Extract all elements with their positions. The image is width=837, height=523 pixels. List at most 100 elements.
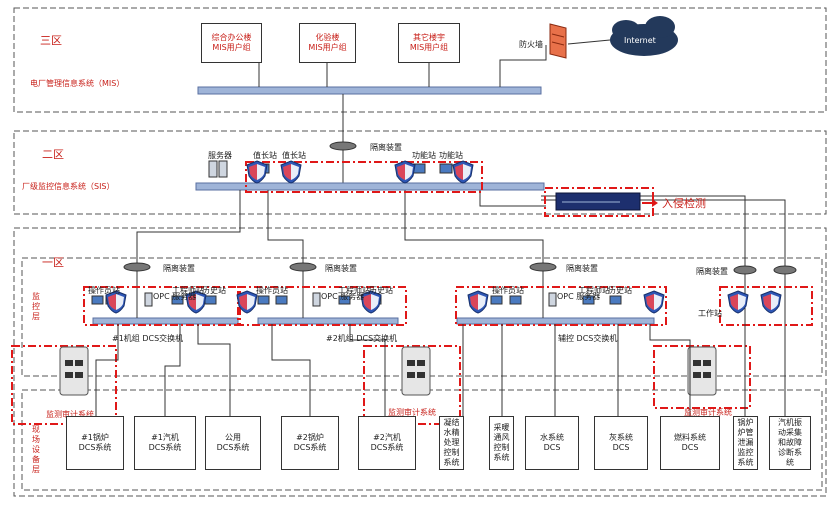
function-station-label: 功能站 [412, 151, 436, 160]
internet-label: Internet [624, 36, 656, 45]
field-system-box: #1锅炉 DCS系统 [66, 416, 124, 470]
zone3-label: 三区 [40, 34, 62, 47]
history-station-label: 历史站 [202, 286, 226, 295]
isolation-device-icon [773, 265, 797, 275]
server-icon [548, 292, 557, 307]
mis-user-group-box: 化验楼 MIS用户组 [299, 23, 356, 63]
zone2-frame [13, 130, 827, 215]
server-label: 服务器 [208, 151, 232, 160]
internet-cloud-icon [610, 16, 678, 56]
duty-station-label: 值长站 [282, 151, 306, 160]
workstation-icon [490, 295, 503, 305]
audit-system-label: 监测审计系统 [684, 408, 732, 417]
zone2-label: 二区 [42, 148, 64, 161]
workstation-icon [582, 295, 595, 305]
isolation-label: 隔离装置 [370, 143, 402, 152]
dcs-bus-2 [257, 317, 399, 325]
opc-server-label: OPC 服务器 [153, 292, 197, 301]
control-layer-label: 监 控 层 [32, 292, 40, 321]
mis-user-group-box: 综合办公楼 MIS用户组 [201, 23, 262, 63]
engineer-station-label: 工程师站 [172, 286, 204, 295]
security-shield-icon [360, 290, 382, 314]
security-shield-icon [394, 160, 416, 184]
mis-bus [197, 86, 542, 95]
firewall-label: 防火墙 [519, 40, 543, 49]
workstation-icon [439, 163, 453, 174]
isolation-label: 隔离装置 [566, 264, 598, 273]
engineer-station-label: 工程师站 [578, 286, 610, 295]
field-layer-label: 现 场 设 备 层 [32, 425, 40, 474]
isolation-device-icon [329, 141, 357, 151]
workstation-icon [275, 295, 288, 305]
field-system-box: 公用 DCS系统 [205, 416, 261, 470]
isolation-label: 隔离装置 [163, 264, 195, 273]
audit-system-label: 监测审计系统 [46, 410, 94, 419]
opc-server-label: OPC 服务器 [321, 292, 365, 301]
field-system-box: #2锅炉 DCS系统 [281, 416, 339, 470]
security-shield-icon [452, 160, 474, 184]
audit-device-icon [59, 346, 89, 396]
firewall-icon [549, 23, 567, 59]
field-system-box: 凝结 水精 处理 控制 系统 [439, 416, 464, 470]
engineer-station-label: 工程师站 [338, 286, 370, 295]
isolation-label: 隔离装置 [696, 267, 728, 276]
sis-bus [195, 182, 545, 191]
field-system-box: 汽机振 动采集 和故障 诊断系 统 [769, 416, 811, 470]
field-system-box: #1汽机 DCS系统 [134, 416, 196, 470]
security-shield-icon [185, 290, 207, 314]
field-system-box: 燃料系统 DCS [660, 416, 720, 470]
dcs-switch-label: 辅控 DCS交换机 [558, 334, 618, 343]
workstation-icon [91, 295, 104, 305]
workstation-icon [171, 295, 184, 305]
workstation-icon [338, 295, 351, 305]
workstation-icon [509, 295, 522, 305]
mis-user-group-box: 其它楼宇 MIS用户组 [398, 23, 460, 63]
field-system-box: #2汽机 DCS系统 [358, 416, 416, 470]
workstation-icon [609, 295, 622, 305]
isolation-device-icon [733, 265, 757, 275]
audit-device-icon [401, 346, 431, 396]
server-icon [208, 160, 228, 178]
audit-device-icon [687, 346, 717, 396]
isolation-device-icon [529, 262, 557, 272]
security-shield-icon [236, 290, 258, 314]
security-shield-icon [467, 290, 489, 314]
security-shield-icon [760, 290, 782, 314]
dcs-bus-1 [92, 317, 239, 325]
field-system-box: 锅炉 炉管 泄漏 监控 系统 [733, 416, 758, 470]
dcs-bus-3 [456, 317, 655, 325]
security-shield-icon [280, 160, 302, 184]
field-system-box: 水系统 DCS [525, 416, 579, 470]
isolation-label: 隔离装置 [325, 264, 357, 273]
isolation-device-icon [123, 262, 151, 272]
zone1-frame [13, 227, 827, 497]
intrusion-detection-label: 入侵检测 [662, 197, 706, 210]
operator-station-label: 操作员站 [256, 286, 288, 295]
audit-system-label: 监测审计系统 [388, 408, 436, 417]
dcs-switch-label: #2机组 DCS交换机 [326, 334, 398, 343]
sis-system-label: 厂级监控信息系统（SIS） [22, 182, 115, 191]
workstation-icon [257, 295, 270, 305]
field-system-box: 采暖 通风 控制 系统 [489, 416, 514, 470]
security-shield-icon [643, 290, 665, 314]
security-shield-icon [727, 290, 749, 314]
function-station-label: 功能站 [439, 151, 463, 160]
mis-system-label: 电厂管理信息系统（MIS） [30, 79, 125, 88]
security-shield-icon [105, 290, 127, 314]
duty-station-label: 值长站 [253, 151, 277, 160]
opc-server-label: OPC 服务器 [557, 292, 601, 301]
isolation-device-icon [289, 262, 317, 272]
intrusion-detection-device [555, 192, 641, 211]
server-icon [144, 292, 153, 307]
security-shield-icon [246, 160, 268, 184]
workstation-label: 工作站 [698, 309, 722, 318]
history-station-label: 历史站 [608, 286, 632, 295]
server-icon [312, 292, 321, 307]
history-station-label: 历史站 [369, 286, 393, 295]
zone1-label: 一区 [42, 256, 64, 269]
operator-station-label: 操作员站 [88, 286, 120, 295]
field-system-box: 灰系统 DCS [594, 416, 648, 470]
zone3-frame [13, 7, 827, 113]
dcs-switch-label: #1机组 DCS交换机 [112, 334, 184, 343]
